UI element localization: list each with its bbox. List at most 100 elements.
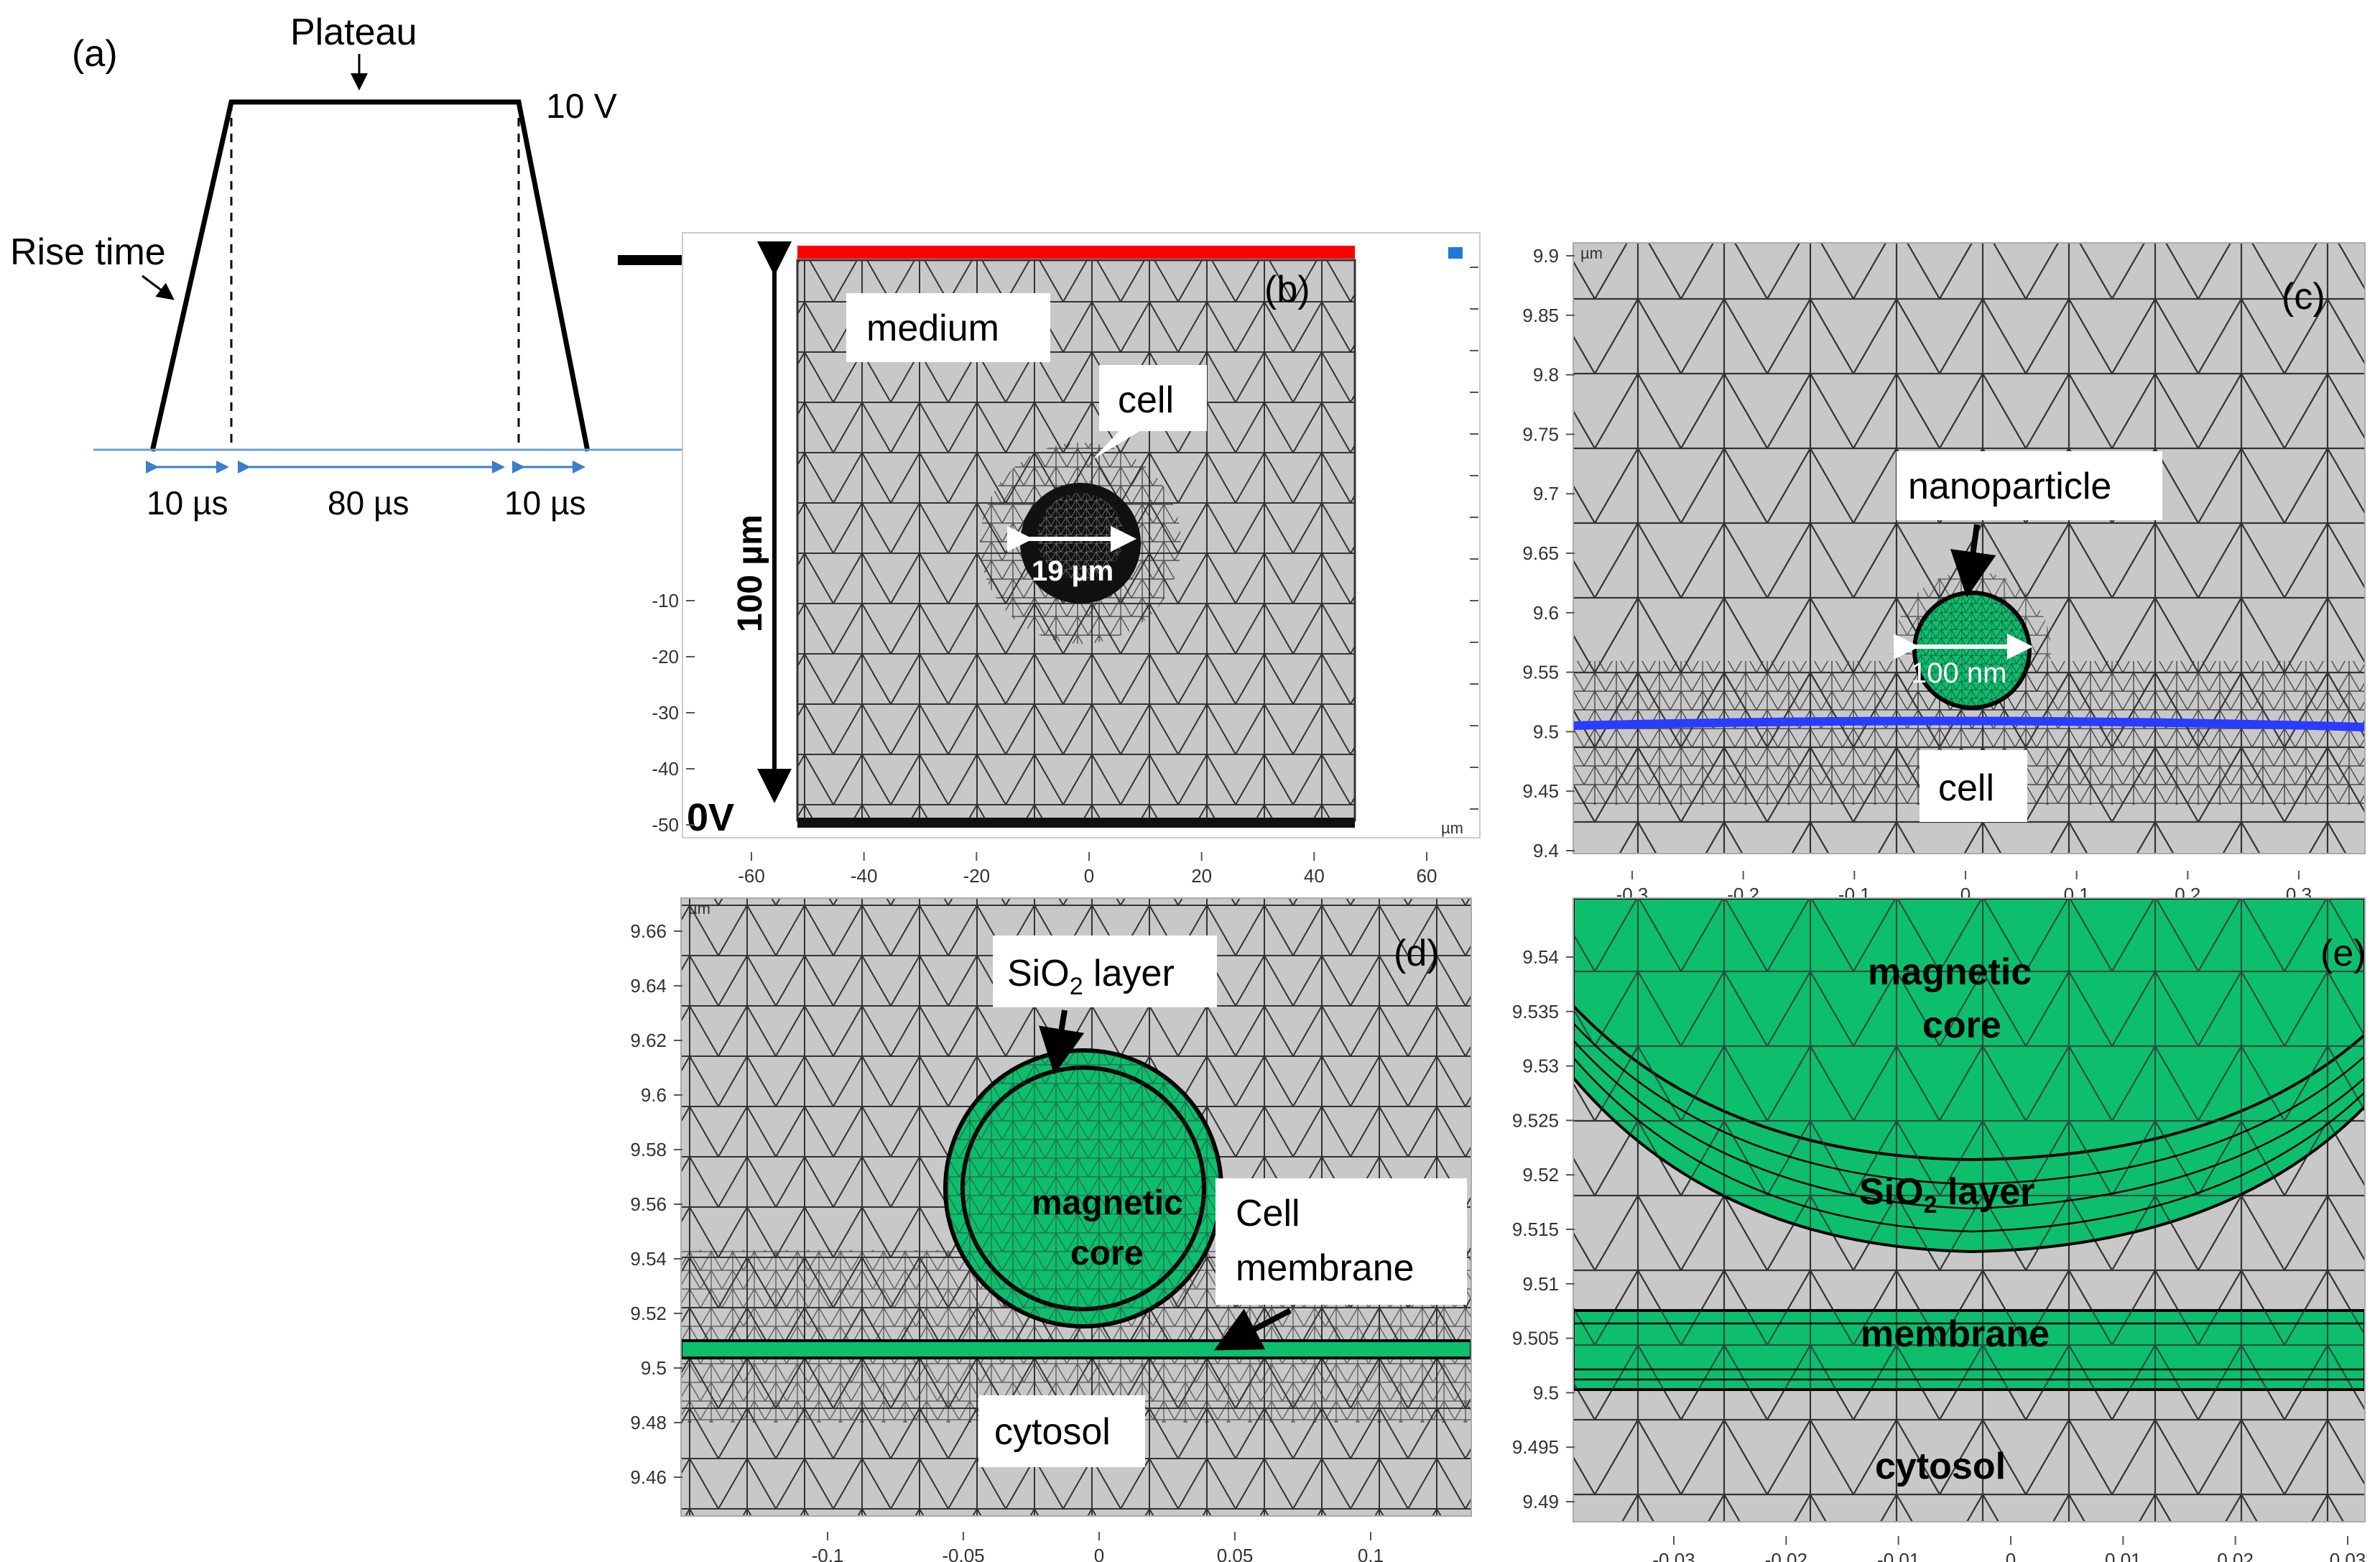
cell-diameter-label: 19 µm: [1032, 555, 1113, 587]
y-tick-label: 9.52: [630, 1303, 667, 1324]
y-tick-label: 9.5: [1533, 1382, 1559, 1403]
panel-e-border: [1573, 897, 2366, 1522]
y-tick-label: 9.9: [1533, 245, 1559, 267]
panel-d-y-axis: 9.669.649.629.69.589.569.549.529.59.489.…: [630, 920, 682, 1488]
nanoparticle-diameter-label: 100 nm: [1911, 657, 2006, 689]
panel-e-tag: (e): [2320, 933, 2366, 974]
fall-duration: 10 µs: [504, 484, 585, 522]
panel-c-border: [1573, 242, 2366, 854]
y-tick-label: 9.62: [630, 1030, 667, 1051]
x-tick-label: 0: [2006, 1549, 2016, 1562]
y-tick-label: 9.51: [1522, 1273, 1559, 1295]
y-tick-label: 9.515: [1512, 1219, 1559, 1240]
panel-d-border: [680, 897, 1472, 1517]
y-tick-label: 9.75: [1522, 423, 1559, 445]
x-tick-label: -40: [851, 865, 878, 887]
rise-time-label: Rise time: [10, 231, 166, 273]
panel-c-cell-label: cell: [1938, 767, 1994, 809]
panel-d-unit: µm: [688, 900, 710, 918]
y-tick-label: 9.5: [641, 1357, 667, 1379]
y-tick-label: 9.525: [1512, 1109, 1559, 1131]
e-core-label-line2: core: [1922, 1004, 2001, 1046]
nanoparticle-pointer: [1950, 524, 1996, 598]
panel-b-y-axis: -10-20-30-40-50: [652, 590, 695, 836]
x-tick-label: 0: [1094, 1545, 1104, 1562]
y-tick-label: 9.64: [630, 975, 667, 997]
x-tick-label: -0.03: [1652, 1549, 1695, 1562]
y-tick-label: -40: [652, 758, 679, 780]
y-tick-label: 9.6: [1533, 602, 1559, 624]
x-tick-label: 20: [1191, 865, 1212, 887]
nanoparticle-label: nanoparticle: [1908, 466, 2111, 507]
x-tick-label: -0.05: [942, 1545, 984, 1562]
ground-label: 0V: [687, 796, 734, 839]
y-tick-label: 9.66: [630, 920, 667, 942]
panel-b-logo-icon: [1448, 247, 1463, 259]
e-membrane-label: membrane: [1861, 1313, 2050, 1355]
panel-c: (c) nanoparticle 100 nm cell µm -0.3-0.2…: [1522, 242, 2366, 905]
panel-c-cell-label-box: [1920, 750, 2027, 822]
sio2-pointer: [1039, 1009, 1085, 1075]
top-electrode: [797, 246, 1355, 259]
panel-e-y-axis: 9.549.5359.539.5259.529.5159.519.5059.59…: [1512, 946, 1575, 1512]
plateau-duration: 80 µs: [328, 484, 409, 522]
x-tick-label: -20: [963, 865, 991, 887]
panel-e-x-axis: -0.03 -0.02 -0.01 0 0.01 0.02 0.03: [1652, 1536, 2366, 1562]
cell-label-box: [1099, 365, 1207, 431]
x-tick-label: 60: [1417, 865, 1437, 887]
panel-a-tag: (a): [72, 33, 118, 75]
y-tick-label: -20: [652, 646, 679, 667]
x-tick-label: -0.1: [812, 1545, 844, 1562]
sio2-label: SiO2 layer: [1007, 953, 1175, 1000]
y-tick-label: 9.6: [641, 1084, 667, 1106]
y-tick-label: 9.46: [630, 1466, 667, 1488]
bottom-electrode: [797, 818, 1355, 828]
core-label-line2: core: [1070, 1234, 1143, 1272]
y-tick-label: 9.52: [1522, 1164, 1559, 1186]
membrane-label-line1: Cell: [1236, 1193, 1300, 1234]
e-sio2-label: SiO2 layer: [1859, 1171, 2034, 1219]
x-tick-label: 0.01: [2105, 1549, 2141, 1562]
x-tick-label: -0.01: [1877, 1549, 1920, 1562]
medium-label: medium: [866, 308, 999, 349]
rise-pointer-arrow: [142, 274, 175, 300]
height-label: 100 µm: [731, 514, 769, 632]
panel-a: (a) Plateau 10 V Rise time 10 µs 80 µs 1…: [10, 11, 718, 522]
panel-c-unit: µm: [1580, 244, 1603, 262]
y-tick-label: 9.495: [1512, 1436, 1559, 1458]
pulse-waveform: [149, 99, 591, 452]
e-core-label-line1: magnetic: [1868, 951, 2032, 993]
x-tick-label: -0.02: [1765, 1549, 1807, 1562]
y-tick-label: 9.7: [1533, 483, 1559, 504]
rise-duration: 10 µs: [147, 484, 228, 522]
y-tick-label: 9.49: [1522, 1491, 1559, 1512]
x-tick-label: 0.03: [2330, 1549, 2366, 1562]
cell-label: cell: [1118, 379, 1174, 421]
y-tick-label: 9.54: [630, 1248, 667, 1270]
y-tick-label: 9.85: [1522, 305, 1559, 326]
y-tick-label: 9.65: [1522, 542, 1559, 564]
y-tick-label: 9.53: [1522, 1055, 1559, 1077]
y-tick-label: 9.45: [1522, 780, 1559, 802]
x-tick-label: 0: [1084, 865, 1094, 887]
y-tick-label: 9.505: [1512, 1328, 1559, 1349]
y-tick-label: 9.8: [1533, 364, 1559, 386]
panel-c-y-axis: 9.99.859.89.759.79.659.69.559.59.459.4: [1522, 245, 1575, 861]
panel-b: 100 µm 0V medium (b) cell 19 µm µm -60-4…: [652, 232, 1481, 887]
y-tick-label: 9.48: [630, 1412, 667, 1433]
plateau-label: Plateau: [290, 11, 417, 53]
x-tick-label: 0.02: [2217, 1549, 2254, 1562]
y-tick-label: 9.55: [1522, 662, 1559, 683]
cell-membrane-line: [1573, 716, 2365, 731]
panel-d-tag: (d): [1394, 933, 1440, 974]
panel-b-right-axis: [1470, 267, 1478, 810]
x-tick-label: 0.05: [1217, 1545, 1254, 1562]
sio2-label-box: [993, 935, 1217, 1007]
membrane-label-box: [1216, 1178, 1467, 1305]
e-cytosol-label: cytosol: [1875, 1446, 2006, 1487]
y-tick-label: 9.56: [630, 1193, 667, 1215]
x-tick-label: 0.1: [1358, 1545, 1384, 1562]
cell-membrane-band: [681, 1339, 1471, 1359]
